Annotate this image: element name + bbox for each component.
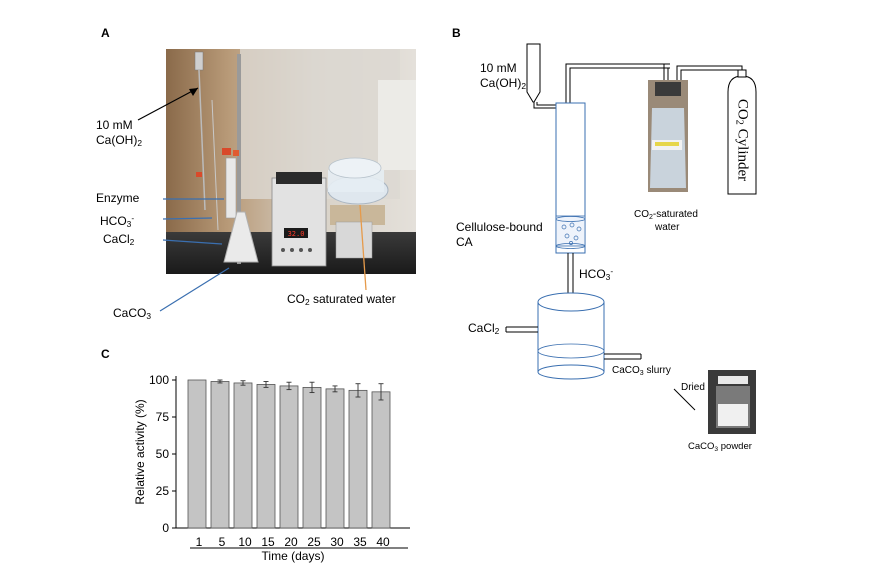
x-tick-label-35: 35: [353, 535, 367, 549]
label-a-caoh-conc: 10 mM: [96, 118, 133, 132]
chart-y-axis-label: Relative activity (%): [133, 399, 147, 505]
label-b-caco3-slurry: CaCO3 slurry: [612, 365, 671, 377]
x-tick-label-10: 10: [238, 535, 252, 549]
label-b-cellulose-line2: CA: [456, 235, 473, 249]
bar-40: [371, 391, 391, 529]
bar-35: [348, 389, 368, 529]
label-b-hco3: HCO3-: [579, 266, 614, 282]
label-b-co2-saturated: CO2-saturated: [634, 209, 698, 221]
label-b-caoh-conc: 10 mM: [480, 61, 517, 75]
label-b-caoh: Ca(OH)2: [480, 76, 527, 91]
label-b-cellulose-line1: Cellulose-bound: [456, 220, 543, 234]
x-tick-label-25: 25: [307, 535, 321, 549]
label-a-hco3: HCO3-: [100, 213, 135, 229]
label-a-co2-water: CO2 saturated water: [287, 292, 396, 307]
bar-25: [302, 386, 322, 529]
x-tick-label-15: 15: [261, 535, 275, 549]
panel-letter-a: A: [101, 26, 110, 40]
y-tick-label: 25: [156, 484, 170, 498]
x-tick-label-30: 30: [330, 535, 344, 549]
chart-x-axis-label: Time (days): [261, 549, 325, 563]
bar-10: [233, 382, 253, 529]
panel-letter-b: B: [452, 26, 461, 40]
x-tick-label-5: 5: [219, 535, 226, 549]
bar-20: [279, 385, 299, 529]
x-tick-label-20: 20: [284, 535, 298, 549]
panel-letter-c: C: [101, 347, 110, 361]
reaction-vessel: [537, 292, 605, 312]
controller-display: 32.0: [288, 230, 305, 238]
label-b-caco3-powder: CaCO3 powder: [688, 441, 752, 453]
y-tick-label: 75: [156, 410, 170, 424]
label-a-cacl2: CaCl2: [103, 232, 135, 247]
arrow-caoh: [137, 87, 199, 121]
y-tick-label: 50: [156, 447, 170, 461]
label-b-co2-saturated-water: water: [655, 222, 680, 233]
bar-15: [256, 384, 276, 529]
label-a-enzyme: Enzyme: [96, 191, 140, 205]
y-tick-label: 100: [149, 373, 169, 387]
label-a-caco3: CaCO3: [113, 306, 152, 321]
label-b-cacl2: CaCl2: [468, 321, 500, 336]
y-tick-label: 0: [162, 521, 169, 535]
bar-5: [210, 381, 230, 529]
chart-bars: [187, 379, 391, 529]
label-b-dried: Dried: [681, 382, 705, 393]
bar-30: [325, 388, 345, 529]
conical-flask: [223, 211, 259, 263]
x-tick-label-40: 40: [376, 535, 390, 549]
bar-1: [187, 379, 207, 529]
label-a-caoh: Ca(OH)2: [96, 133, 143, 148]
pump-controller: [271, 177, 327, 267]
chart-error-bars: [217, 379, 384, 401]
x-tick-label-1: 1: [196, 535, 203, 549]
